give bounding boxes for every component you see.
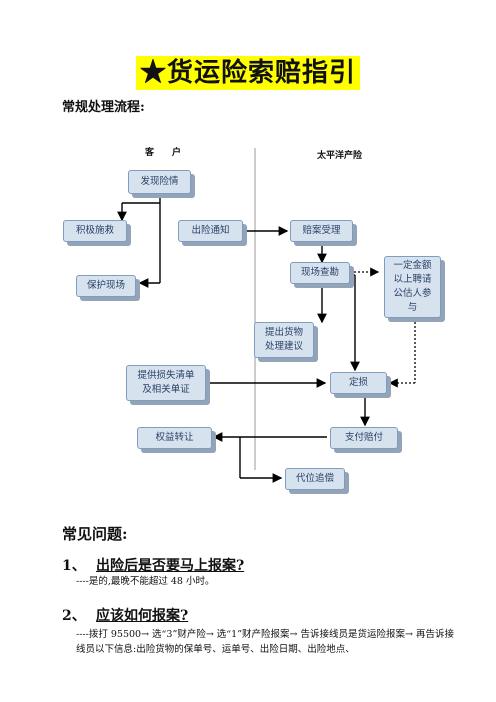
faq-question-2: 2、应该如何报案? [62, 605, 188, 625]
box-payment: 支付赔付 [330, 427, 398, 449]
box-rights-transfer: 权益转让 [137, 427, 212, 449]
faq-answer-2: ----拨打 95500→ 选“3”财产险→ 选“1”财产险报案→ 告诉接线员是… [76, 629, 455, 655]
faq-q-text-2: 应该如何报案? [96, 608, 189, 624]
faq-num-1: 1、 [62, 558, 86, 574]
faq-num-2: 2、 [62, 608, 86, 624]
box-claim-accept: 赔案受理 [290, 220, 353, 242]
section-faq-heading: 常见问题: [62, 525, 128, 543]
box-discover-risk: 发现险情 [128, 170, 191, 194]
faq-q-text-1: 出险后是否要马上报案? [96, 558, 245, 574]
box-goods-suggestion: 提出货物处理建议 [254, 322, 314, 358]
box-rescue: 积极施救 [63, 220, 127, 242]
box-loss-list: 提供损失清单及相关单证 [126, 365, 206, 401]
lane-customer: 客 户 [145, 148, 182, 158]
box-site-survey: 现场查勘 [290, 262, 350, 284]
box-notify: 出险通知 [178, 220, 243, 242]
lane-insurer: 太平洋产险 [317, 151, 363, 161]
box-protect-scene: 保护现场 [76, 275, 136, 297]
faq-answer-1: ----是的,最晚不能超过 48 小时。 [76, 576, 215, 587]
box-subrogation: 代位追偿 [285, 468, 345, 490]
section-flow-heading: 常规处理流程: [62, 100, 145, 115]
title-wrap: ★货运险索赔指引 [0, 56, 496, 90]
faq-question-1: 1、出险后是否要马上报案? [62, 555, 244, 575]
page-title: ★货运险索赔指引 [135, 56, 360, 90]
box-adjuster: 一定金额以上聘请公估人参与 [384, 256, 441, 318]
box-damage-assess: 定损 [330, 372, 387, 394]
